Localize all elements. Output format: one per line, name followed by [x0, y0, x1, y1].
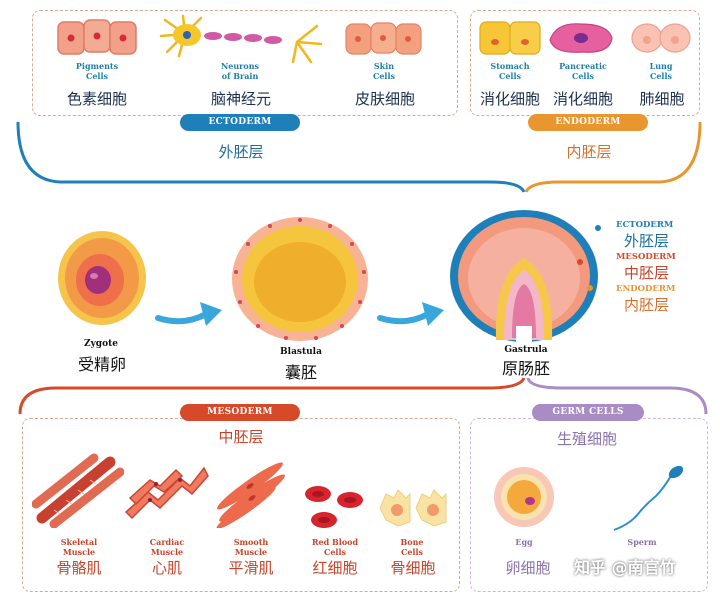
mesoderm-label-cn: 中胚层 [218, 428, 264, 446]
skeletal-muscle-label-cn: 骨骼肌 [56, 559, 102, 577]
arrow-blastula-to-gastrula [377, 302, 444, 326]
blastula-label-en: Blastula [280, 347, 322, 357]
watermark: 知乎 @南官竹 [574, 558, 676, 577]
red-blood-cells-illustration [305, 486, 363, 528]
pancreatic-cells-label-en: Pancreatic Cells [559, 61, 607, 81]
ectoderm-label-cn: 外胚层 [218, 143, 264, 161]
neurons-label-cn: 脑神经元 [210, 90, 271, 108]
mesoderm-pill: MESODERM [180, 404, 300, 421]
red-blood-cells-label-cn: 红细胞 [312, 559, 358, 577]
ectoderm-pill: ECTODERM [180, 114, 300, 131]
egg-label-en: Egg [515, 537, 533, 547]
pigment-cells-illustration [57, 19, 137, 55]
cardiac-muscle-label-cn: 心肌 [151, 559, 182, 577]
gastrula-layer-pointers [577, 225, 601, 291]
bone-cells-illustration [379, 489, 447, 527]
egg-label-cn: 卵细胞 [505, 559, 551, 577]
egg-cell-illustration [494, 467, 554, 527]
lung-cells-label-en: Lung Cells [649, 61, 673, 81]
sperm-label-en: Sperm [627, 537, 657, 547]
cardiac-muscle-illustration [124, 466, 209, 520]
neuron-illustration [159, 14, 323, 64]
gastrula-illustration [450, 210, 598, 348]
zygote-label-en: Zygote [84, 339, 118, 349]
pancreatic-cells-label-cn: 消化细胞 [552, 90, 613, 108]
gastrula-ectoderm-label-cn: 外胚层 [624, 232, 670, 250]
stomach-cells-label-cn: 消化细胞 [479, 90, 540, 108]
germ-cells-label-cn: 生殖细胞 [556, 430, 617, 448]
smooth-muscle-label-cn: 平滑肌 [228, 559, 274, 577]
stomach-cells-label-en: Stomach Cells [490, 61, 530, 81]
bone-cells-label-en: Bone Cells [400, 537, 424, 557]
endoderm-label-cn: 内胚层 [566, 143, 612, 161]
sperm-illustration [613, 465, 684, 531]
germ-cells-pill: GERM CELLS [532, 404, 644, 421]
gastrula-ectoderm-label-en: ECTODERM [616, 220, 674, 230]
pigment-cells-label-cn: 色素细胞 [66, 90, 127, 108]
blastula-label-cn: 囊胚 [284, 363, 317, 382]
gastrula-mesoderm-label-en: MESODERM [616, 252, 676, 262]
gastrula-label-en: Gastrula [504, 345, 548, 355]
bottom-brackets [18, 377, 708, 415]
gastrula-label-cn: 原肠胚 [501, 359, 550, 378]
pancreatic-cells-illustration [549, 23, 613, 53]
skeletal-muscle-label-en: Skeletal Muscle [60, 537, 98, 557]
smooth-muscle-illustration [216, 462, 285, 528]
skin-cells-label-en: Skin Cells [372, 61, 396, 81]
bone-cells-label-cn: 骨细胞 [390, 559, 436, 577]
cardiac-muscle-label-en: Cardiac Muscle [149, 537, 185, 557]
skeletal-muscle-illustration [32, 453, 124, 528]
blastula-illustration [232, 217, 368, 341]
pigment-cells-label-en: Pigments Cells [75, 61, 119, 81]
gastrula-mesoderm-label-cn: 中胚层 [624, 264, 670, 282]
zygote-label-cn: 受精卵 [77, 355, 126, 374]
skin-cells-illustration [345, 22, 422, 55]
top-brackets [16, 121, 702, 193]
smooth-muscle-label-en: Smooth Muscle [233, 537, 269, 557]
gastrula-endoderm-label-en: ENDODERM [616, 284, 676, 294]
lung-cells-label-cn: 肺细胞 [639, 90, 685, 108]
neurons-label-en: Neurons of Brain [220, 61, 260, 81]
skin-cells-label-cn: 皮肤细胞 [354, 90, 415, 108]
arrow-zygote-to-blastula [155, 302, 222, 326]
lung-cells-illustration [631, 23, 691, 53]
red-blood-cells-label-en: Red Blood Cells [311, 537, 359, 557]
gastrula-endoderm-label-cn: 内胚层 [624, 296, 670, 314]
zygote-illustration [58, 231, 146, 325]
stomach-cells-illustration [479, 21, 541, 55]
endoderm-pill: ENDODERM [528, 114, 648, 131]
